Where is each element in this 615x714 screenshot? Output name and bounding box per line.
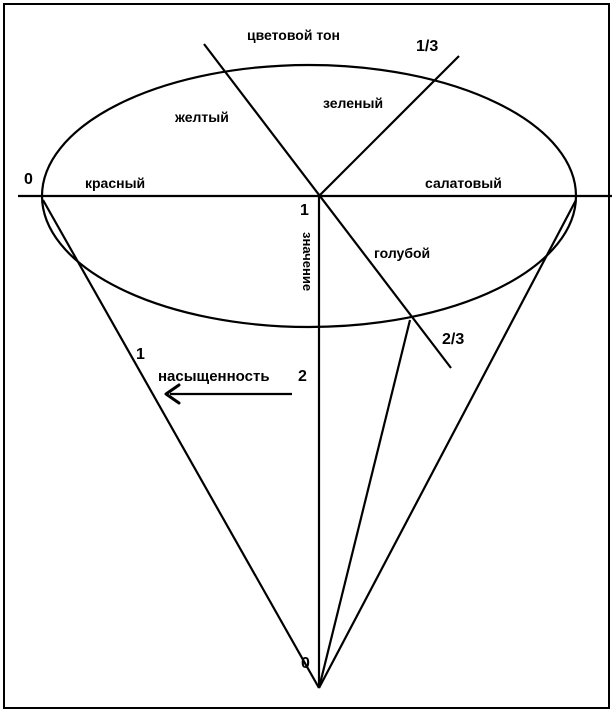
cyan-label: голубой [374, 245, 430, 261]
red-label: красный [85, 175, 145, 191]
one-third-label: 1/3 [416, 38, 438, 55]
diagram-frame [3, 3, 610, 709]
one-center-label: 1 [300, 202, 309, 219]
line-center-to-one-third [318, 55, 460, 197]
lime-label: салатовый [425, 175, 502, 191]
line-apex-to-two-thirds [317, 319, 412, 689]
cone-left-edge [42, 199, 320, 689]
zero-bottom-label: 0 [301, 655, 310, 672]
zero-left-label: 0 [24, 171, 33, 188]
two-axis-label: 2 [298, 368, 307, 385]
arrow-left-icon [164, 383, 181, 405]
diagonal-line-yellow-cyan [203, 43, 452, 369]
saturation-label: насыщенность [158, 368, 270, 385]
value-vertical-label: значение [300, 232, 315, 291]
cone-right-edge [318, 199, 577, 689]
yellow-label: желтый [174, 109, 229, 125]
hue-label: цветовой тон [247, 27, 340, 43]
one-side-label: 1 [136, 346, 145, 363]
two-thirds-label: 2/3 [442, 331, 464, 348]
green-label: зеленый [323, 95, 383, 111]
